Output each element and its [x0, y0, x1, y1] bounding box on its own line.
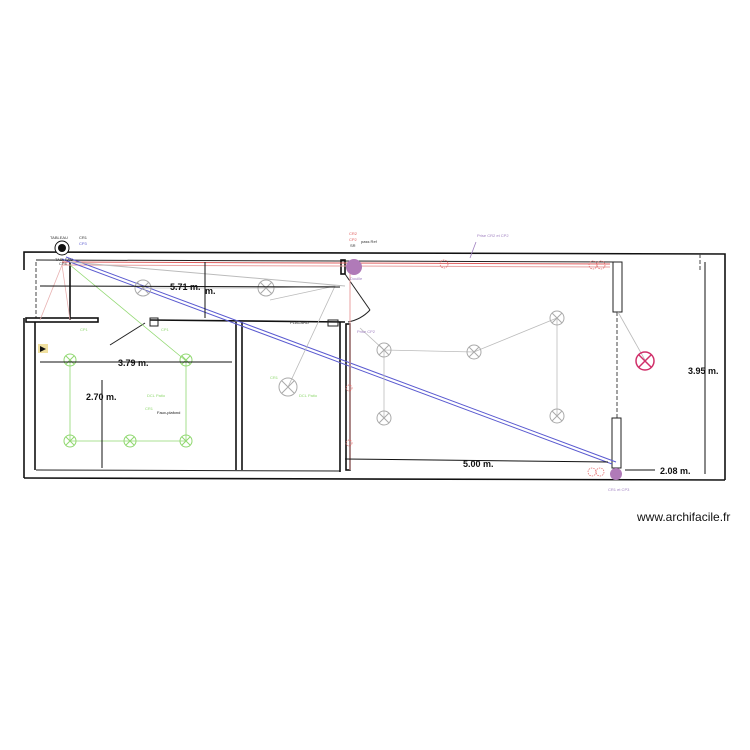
- panel-sub-label: TABLEAU: [55, 257, 73, 262]
- light-icon: [63, 353, 193, 448]
- code-cr1: CR1: [145, 406, 154, 411]
- wire-note: Prise CR2 et CP2: [477, 233, 509, 238]
- code-cr2: CR2: [349, 231, 358, 236]
- socket-icon: [610, 468, 622, 480]
- panel-code: CR1: [79, 235, 88, 240]
- placard-label: PLACARD: [290, 320, 309, 325]
- wiring: [39, 241, 646, 470]
- dimension-labels: 5.71 m. m. 3.79 m. 2.70 m. 5.00 m. 3.95 …: [86, 282, 719, 476]
- faux-plafond-label: Faux-plafond: [157, 410, 180, 415]
- bottom-code: CR1 et CP3: [608, 487, 630, 492]
- watermark: www.archifacile.fr: [636, 510, 730, 524]
- dim-top-width: 5.71 m.: [170, 282, 201, 292]
- dcl-label: DCL Patio: [299, 393, 318, 398]
- dim-room1-height: 2.70 m.: [86, 392, 117, 402]
- speaker-icon: [38, 344, 48, 353]
- light-fixtures: [38, 240, 655, 480]
- dim-top-width-dup: m.: [205, 286, 216, 296]
- emergency-light-icon: [635, 351, 655, 371]
- panel-sub-code: CP4: [59, 261, 68, 266]
- dim-room1-width: 3.79 m.: [118, 358, 149, 368]
- code-cp1: CP1: [80, 327, 89, 332]
- code-cp1: CP1: [161, 327, 170, 332]
- dim-main-height: 3.95 m.: [688, 366, 719, 376]
- dim-side-width: 2.08 m.: [660, 466, 691, 476]
- outlet-icon: [345, 259, 606, 477]
- prise-label: Prise CP2: [357, 329, 376, 334]
- light-icon: [134, 279, 565, 426]
- socket-label: Douille: [350, 276, 363, 281]
- annotations: TABLEAU CR1 CP3 TABLEAU CP4 CR2 CP2 SR p…: [50, 231, 630, 492]
- dim-main-width: 5.00 m.: [463, 459, 494, 469]
- panel-label: TABLEAU: [50, 235, 68, 240]
- code-cp2: CP2: [349, 237, 358, 242]
- socket-icon: [346, 259, 362, 275]
- pass-text: pass Ref: [361, 239, 378, 244]
- code-sr: SR: [350, 243, 356, 248]
- code-cr1: CR1: [270, 375, 279, 380]
- electrical-panel-icon: [54, 240, 70, 256]
- panel-code: CP3: [79, 241, 88, 246]
- dimension-lines: [39, 262, 706, 474]
- dcl-label: DCL Patio: [147, 393, 166, 398]
